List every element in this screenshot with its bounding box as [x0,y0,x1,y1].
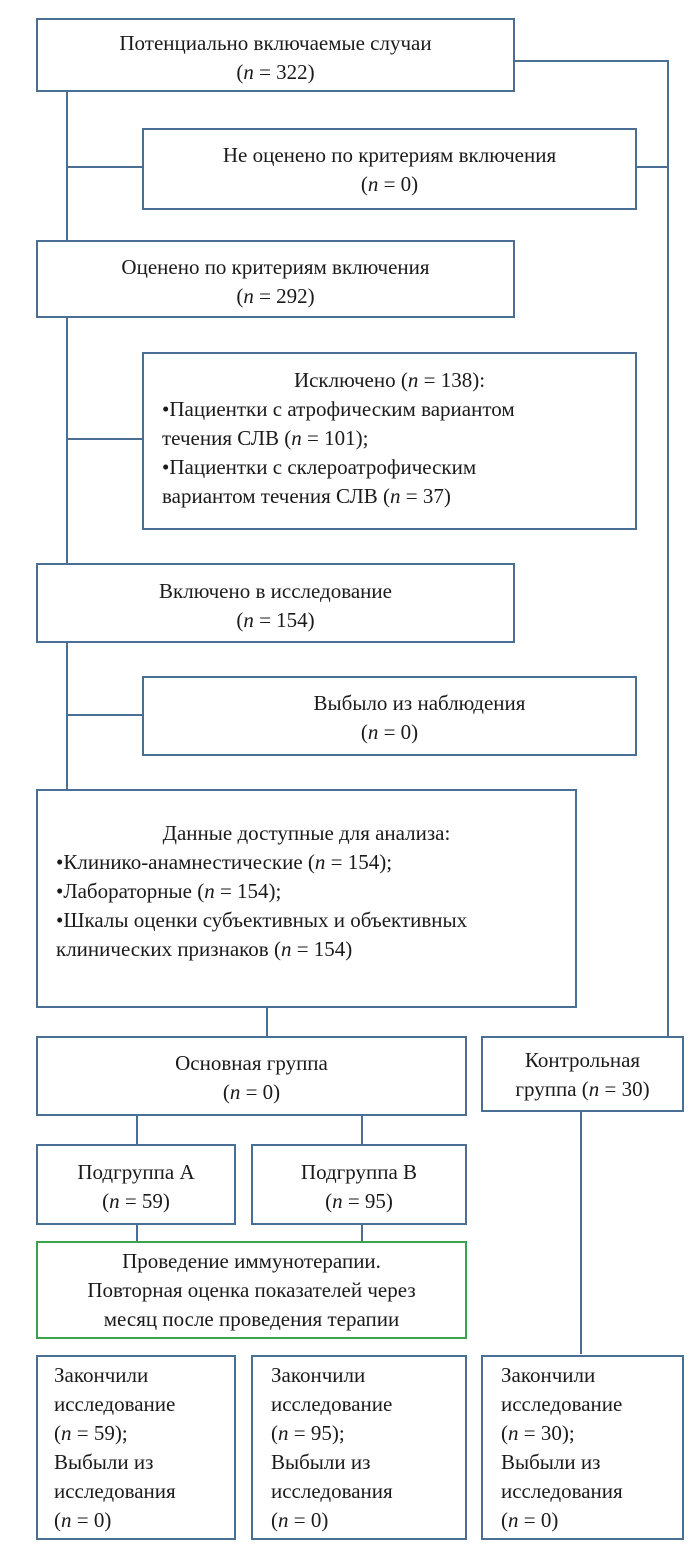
connector [361,1114,363,1146]
excluded-line: течения СЛВ (n = 101); [162,426,369,450]
finished-line: (n = 30); [501,1421,575,1445]
box-count: (n = 154) [236,608,315,632]
finished-line: исследование [501,1392,623,1416]
connector [361,1223,363,1243]
box-title: Контрольная [524,1048,641,1072]
box-count: группа (n = 30) [515,1077,650,1101]
finished-line: (n = 0) [501,1508,559,1532]
box-title: Не оценено по критериям включения [222,143,557,167]
excluded-line: •Пациентки с атрофическим вариантом [162,397,515,421]
box-count: (n = 0) [222,1080,281,1104]
box-title: Данные доступные для анализа: [162,821,451,845]
potential-cases-box: Потенциально включаемые случаи (n = 322) [36,18,515,92]
connector [513,60,668,62]
available-data-box: Данные доступные для анализа: •Клинико-а… [36,789,577,1008]
available-line: •Шкалы оценки субъективных и объективных [56,908,468,932]
therapy-line: месяц после проведения терапии [103,1307,400,1331]
connector [66,438,144,440]
connector [580,1110,582,1354]
finished-line: (n = 95); [271,1421,345,1445]
excluded-line: •Пациентки с склероатрофическим [162,455,477,479]
not-assessed-box: Не оценено по критериям включения (n = 0… [142,128,637,210]
finished-b-box: Закончили исследование (n = 95); Выбыли … [251,1355,467,1540]
excluded-line: вариантом течения СЛВ (n = 37) [162,484,451,508]
finished-line: (n = 0) [271,1508,329,1532]
box-title: Подгруппа А [77,1160,195,1184]
box-count: (n = 95) [325,1189,393,1213]
finished-line: Закончили [54,1363,149,1387]
box-title: Исключено (n = 138): [293,368,486,392]
box-count: (n = 0) [360,720,419,744]
box-count: (n = 322) [236,60,315,84]
box-title: Выбыло из наблюдения [313,691,526,715]
included-box: Включено в исследование (n = 154) [36,563,515,643]
finished-line: исследования [54,1479,176,1503]
available-line: •Клинико-анамнестические (n = 154); [56,850,393,874]
finished-line: Выбыли из [271,1450,371,1474]
therapy-box: Проведение иммунотерапии. Повторная оцен… [36,1241,467,1339]
connector [667,60,669,1064]
box-count: (n = 0) [360,172,419,196]
box-title: Подгруппа В [300,1160,418,1184]
connector [66,166,144,168]
connector [66,90,68,565]
connector [66,714,144,716]
control-group-box: Контрольная группа (n = 30) [481,1036,684,1112]
box-title: Включено в исследование [159,579,392,603]
finished-line: Закончили [271,1363,366,1387]
box-title: Оценено по критериям включения [121,255,430,279]
connector [136,1114,138,1146]
available-line: •Лабораторные (n = 154); [56,879,282,903]
available-line: клинических признаков (n = 154) [56,937,353,961]
connector [136,1223,138,1243]
main-group-box: Основная группа (n = 0) [36,1036,467,1116]
subgroup-b-box: Подгруппа В (n = 95) [251,1144,467,1225]
finished-line: исследования [501,1479,623,1503]
finished-line: (n = 59); [54,1421,128,1445]
finished-a-box: Закончили исследование (n = 59); Выбыли … [36,1355,236,1540]
finished-line: (n = 0) [54,1508,112,1532]
finished-control-box: Закончили исследование (n = 30); Выбыли … [481,1355,684,1540]
finished-line: исследования [271,1479,393,1503]
finished-line: исследование [271,1392,393,1416]
subgroup-a-box: Подгруппа А (n = 59) [36,1144,236,1225]
box-count: (n = 292) [236,284,315,308]
box-title: Потенциально включаемые случаи [119,31,432,55]
finished-line: Закончили [501,1363,596,1387]
finished-line: Выбыли из [501,1450,601,1474]
dropped-box: Выбыло из наблюдения (n = 0) [142,676,637,756]
therapy-line: Повторная оценка показателей через [87,1278,416,1302]
therapy-line: Проведение иммунотерапии. [122,1249,381,1273]
connector [66,642,68,790]
connector [635,166,668,168]
finished-line: исследование [54,1392,176,1416]
connector [266,1006,268,1037]
finished-line: Выбыли из [54,1450,154,1474]
box-count: (n = 59) [102,1189,170,1213]
box-title: Основная группа [175,1051,328,1075]
assessed-box: Оценено по критериям включения (n = 292) [36,240,515,318]
excluded-box: Исключено (n = 138): •Пациентки с атрофи… [142,352,637,530]
